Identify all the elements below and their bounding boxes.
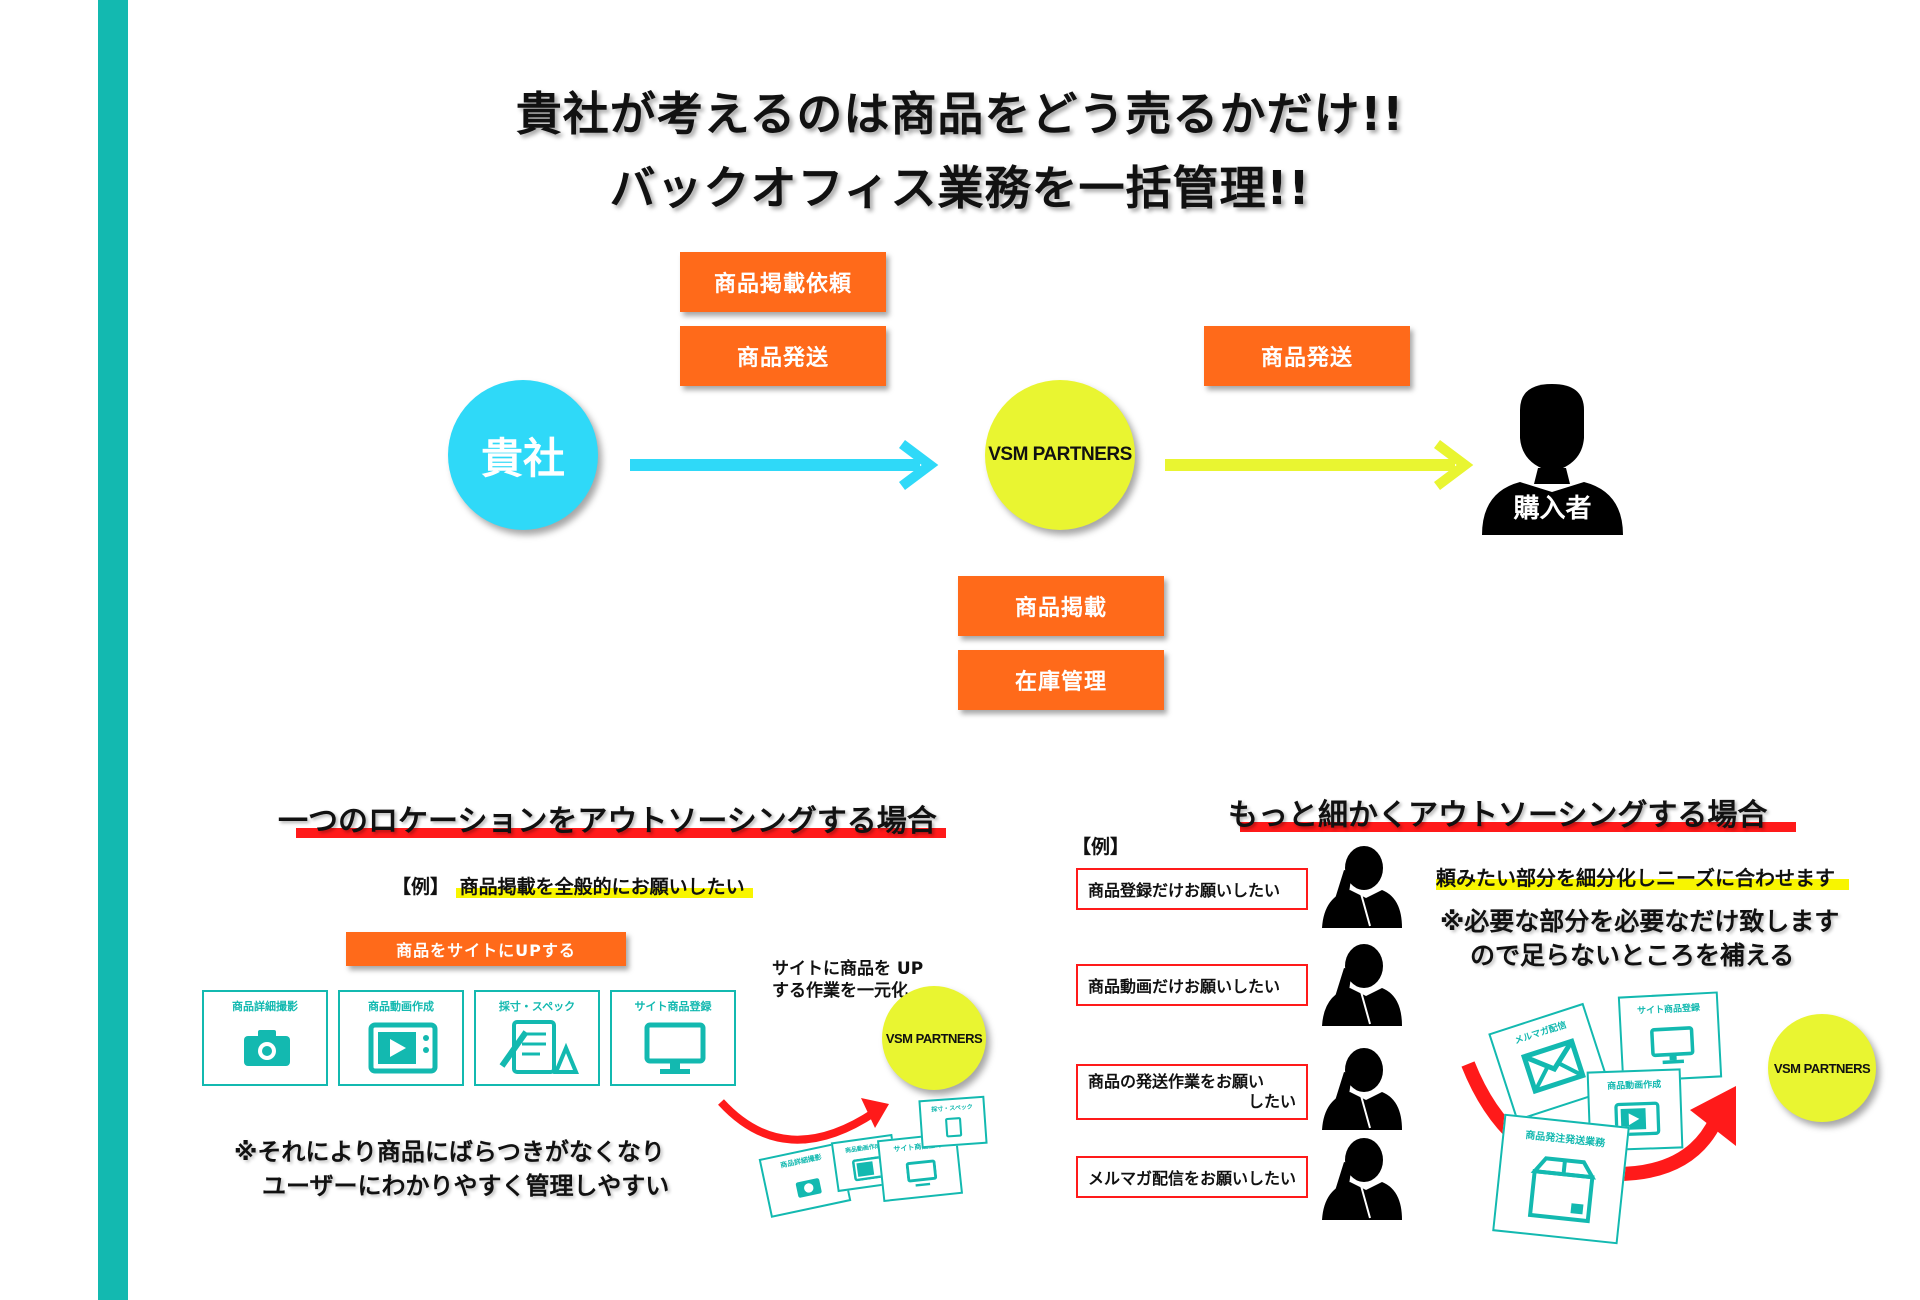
card-site-register: サイト商品登録: [1617, 991, 1723, 1083]
left-title-underline: [296, 828, 946, 838]
request-shipping-line-2: したい: [1247, 1092, 1296, 1111]
measure-icon: [499, 1020, 579, 1074]
worried-person-icon: [1322, 1138, 1402, 1220]
card-video-icon: [1614, 1101, 1661, 1137]
request-mail-magazine: メルマガ配信をお願いしたい: [1076, 1156, 1308, 1198]
worried-person-icon: [1322, 944, 1402, 1026]
left-example-text: 商品掲載を全般的にお願いしたい: [455, 876, 753, 898]
client-label: 貴社: [480, 433, 565, 483]
right-note-2: ので足らないところを補える: [1470, 941, 1795, 970]
request-shipping: 商品の発送作業をお願い したい: [1076, 1064, 1308, 1120]
box-listing: 商品掲載: [958, 576, 1164, 636]
left-example: 【例】 商品掲載を全般的にお願いしたい: [392, 872, 753, 899]
task-video-label: 商品動画作成: [368, 1000, 434, 1013]
card-shipping-label: 商品発注発送業務: [1524, 1130, 1606, 1150]
card-mail-magazine: メルマガ配信: [1488, 1002, 1612, 1122]
right-title-underline: [1240, 822, 1796, 832]
left-partner-circle: VSM PARTNERS: [882, 986, 986, 1090]
task-site-register-label: サイト商品登録: [634, 1000, 712, 1013]
worried-person-icon: [1322, 1048, 1402, 1130]
unify-text-1: サイトに商品を UP: [772, 959, 924, 979]
box-inventory: 在庫管理: [958, 650, 1164, 710]
box-shipping-request: 商品発送: [680, 326, 886, 386]
task-measure-label: 採寸・スペック: [498, 1000, 576, 1013]
mini-monitor-icon: [905, 1159, 938, 1187]
mail-icon: [1520, 1038, 1586, 1095]
left-note-1: ※それにより商品にばらつきがなくなり: [234, 1138, 665, 1166]
camera-icon: [244, 1030, 290, 1066]
left-partner-label: VSM PARTNERS: [885, 1030, 983, 1046]
arrow-client-to-partner: [630, 440, 939, 490]
right-example-label: 【例】: [1072, 836, 1130, 858]
mini-camera-icon: [795, 1178, 822, 1198]
unify-text-2: する作業を一元化: [772, 981, 908, 1001]
headline-line-2: バックオフィス業務を一括管理!!: [609, 161, 1311, 215]
buyer-icon: [1482, 384, 1623, 535]
left-example-label: 【例】: [392, 876, 450, 898]
right-partner-label: VSM PARTNERS: [1773, 1060, 1871, 1076]
task-photo: 商品詳細撮影: [202, 990, 328, 1086]
card-product-video-label: 商品動画作成: [1606, 1080, 1662, 1092]
request-product-video: 商品動画だけお願いしたい: [1076, 964, 1308, 1006]
monitor-icon: [644, 1022, 706, 1074]
request-shipping-line-1: 商品の発送作業をお願い: [1088, 1072, 1265, 1091]
mini-card-measure-label: 採寸・スペック: [931, 1103, 974, 1114]
sidebar-stripe: [98, 0, 128, 1300]
buyer-label: 購入者: [1513, 494, 1592, 524]
left-section-title: 一つのロケーションをアウトソーシングする場合: [278, 804, 937, 839]
mini-card-site: サイト商品登録: [876, 1131, 964, 1203]
right-note-1: ※必要な部分を必要なだけ致します: [1440, 907, 1840, 936]
task-video: 商品動画作成: [338, 990, 464, 1086]
box-shipping-to-buyer: 商品発送: [1204, 326, 1410, 386]
task-header-box: 商品をサイトにUPする: [346, 932, 626, 966]
unify-text: サイトに商品を UP する作業を一元化: [772, 958, 923, 1002]
video-icon: [368, 1022, 438, 1074]
task-photo-label: 商品詳細撮影: [232, 1000, 298, 1013]
left-red-arrow: [718, 1098, 889, 1144]
task-site-register: サイト商品登録: [610, 990, 736, 1086]
headline-line-1: 貴社が考えるのは商品をどう売るかだけ!!: [515, 87, 1405, 141]
client-circle: 貴社: [448, 380, 598, 530]
mini-card-measure: 採寸・スペック: [918, 1095, 988, 1149]
partner-label: VSM PARTNERS: [988, 444, 1132, 465]
card-site-register-label: サイト商品登録: [1636, 1003, 1701, 1017]
request-product-registration: 商品登録だけお願いしたい: [1076, 868, 1308, 910]
mini-card-photo: 商品詳細撮影: [758, 1142, 852, 1218]
right-highlight: 頼みたい部分を細分化しニーズに合わせます: [1436, 862, 1849, 891]
box-icon: [1527, 1156, 1597, 1224]
card-monitor-icon: [1650, 1026, 1695, 1065]
right-section-title: もっと細かくアウトソーシングする場合: [1228, 798, 1768, 833]
arrow-partner-to-buyer: [1165, 440, 1474, 490]
partner-circle: VSM PARTNERS: [985, 380, 1135, 530]
mini-measure-icon: [945, 1117, 963, 1138]
worried-person-icon: [1322, 846, 1402, 928]
card-product-video: 商品動画作成: [1586, 1068, 1684, 1152]
card-shipping: 商品発注発送業務: [1492, 1113, 1630, 1245]
box-listing-request: 商品掲載依頼: [680, 252, 886, 312]
task-measure: 採寸・スペック: [474, 990, 600, 1086]
left-note-2: ユーザーにわかりやすく管理しやすい: [262, 1172, 670, 1200]
right-partner-circle: VSM PARTNERS: [1768, 1014, 1876, 1122]
right-highlight-text: 頼みたい部分を細分化しニーズに合わせます: [1436, 866, 1849, 890]
